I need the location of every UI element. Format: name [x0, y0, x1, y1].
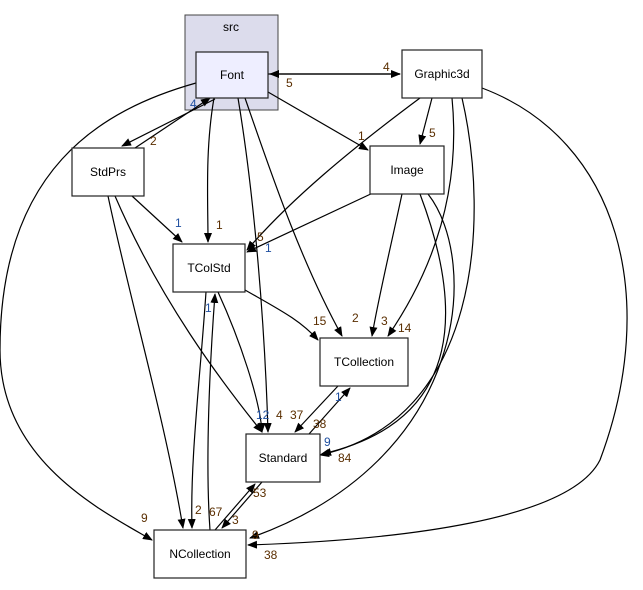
edge-graphic3d-to-tcolstd[interactable] — [246, 97, 421, 251]
node-ncollection[interactable]: NCollection — [153, 529, 247, 579]
edge-label[interactable]: 9 — [324, 435, 331, 449]
edge-standard-to-tcollection[interactable] — [308, 387, 351, 435]
edge-label[interactable]: 37 — [290, 408, 304, 422]
edge-label[interactable]: 5 — [429, 126, 436, 140]
edge-tcollection-to-standard[interactable] — [294, 385, 339, 433]
edge-tcolstd-to-tcollection[interactable] — [244, 289, 319, 341]
node-label: Standard — [259, 451, 308, 465]
edge-label[interactable]: 12 — [256, 408, 270, 422]
node-box — [319, 337, 409, 387]
edge-tcolstd-to-standard[interactable] — [217, 291, 266, 433]
edge-image-to-tcolstd[interactable] — [246, 191, 376, 253]
edge-label[interactable]: 53 — [253, 486, 267, 500]
node-box — [369, 145, 445, 195]
node-box — [172, 243, 246, 293]
node-stdprs[interactable]: StdPrs — [71, 147, 145, 197]
node-standard[interactable]: Standard — [245, 433, 321, 483]
edge-label[interactable]: 38 — [313, 417, 327, 431]
edge-label[interactable]: 15 — [313, 314, 327, 328]
edge-stdprs-to-font[interactable] — [134, 97, 211, 149]
edge-label[interactable]: 2 — [195, 503, 202, 517]
edge-font-to-tcollection[interactable] — [244, 97, 343, 337]
node-label: NCollection — [169, 547, 230, 561]
edge-label[interactable]: 9 — [141, 511, 148, 525]
node-box — [245, 433, 321, 483]
edge-image-to-ncollection[interactable] — [249, 193, 455, 539]
edge-stdprs-to-ncollection[interactable] — [107, 195, 186, 529]
edge-label[interactable]: 4 — [383, 60, 390, 74]
edge-ncollection-to-tcolstd[interactable] — [207, 293, 219, 531]
edge-label[interactable]: 14 — [398, 321, 412, 335]
node-box — [71, 147, 145, 197]
edge-label[interactable]: 3 — [232, 513, 239, 527]
node-label: StdPrs — [90, 165, 126, 179]
node-box — [401, 49, 483, 99]
edge-graphic3d-to-image[interactable] — [418, 97, 433, 145]
node-tcolstd[interactable]: TColStd — [172, 243, 246, 293]
edge-graphic3d-to-standard[interactable] — [319, 97, 475, 457]
edge-font-to-ncollection[interactable] — [0, 82, 197, 541]
edge-font-to-stdprs[interactable] — [121, 98, 216, 147]
edge-label[interactable]: 38 — [264, 548, 278, 562]
node-box — [153, 529, 247, 579]
node-font[interactable]: Font — [195, 51, 269, 99]
edge-label[interactable]: 1 — [216, 218, 223, 232]
node-label: Font — [220, 68, 245, 82]
edge-label[interactable]: 5 — [286, 76, 293, 90]
edge-label[interactable]: 1 — [205, 301, 212, 315]
node-box — [195, 51, 269, 99]
edge-image-to-tcollection[interactable] — [369, 193, 403, 337]
edge-graphic3d-to-tcollection[interactable] — [387, 97, 455, 337]
node-label: Image — [390, 163, 424, 177]
edge-label[interactable]: 1 — [175, 216, 182, 230]
node-graphic3d[interactable]: Graphic3d — [401, 49, 483, 99]
node-label: TColStd — [187, 261, 230, 275]
edge-font-to-standard[interactable] — [237, 97, 272, 433]
edge-graphic3d-to-ncollection[interactable] — [247, 87, 628, 549]
edge-ncollection-to-standard[interactable] — [214, 483, 256, 531]
edge-label[interactable]: 1 — [265, 241, 272, 255]
edge-label[interactable]: 4 — [276, 408, 283, 422]
edge-label[interactable]: 84 — [338, 451, 352, 465]
edge-label[interactable]: 5 — [257, 230, 264, 244]
edge-font-to-tcolstd[interactable] — [203, 97, 215, 243]
node-tcollection[interactable]: TCollection — [319, 337, 409, 387]
edge-stdprs-to-tcolstd[interactable] — [131, 195, 183, 243]
edge-label[interactable]: 1 — [335, 390, 342, 404]
edge-label[interactable]: 2 — [150, 134, 157, 148]
edge-image-to-standard[interactable] — [321, 193, 447, 456]
edge-label[interactable]: 3 — [381, 314, 388, 328]
edge-label[interactable]: 4 — [190, 97, 197, 111]
edge-label[interactable]: 2 — [352, 311, 359, 325]
edge-label[interactable]: 9 — [252, 528, 259, 542]
cluster-label: src — [223, 20, 239, 34]
edge-label[interactable]: 67 — [209, 505, 223, 519]
node-image[interactable]: Image — [369, 145, 445, 195]
edge-label[interactable]: 1 — [358, 129, 365, 143]
edge-tcolstd-to-ncollection[interactable] — [187, 291, 207, 529]
node-label: Graphic3d — [414, 67, 469, 81]
edge-stdprs-to-standard[interactable] — [114, 195, 263, 433]
node-label: TCollection — [334, 355, 394, 369]
edge-font-to-image[interactable] — [267, 91, 369, 151]
